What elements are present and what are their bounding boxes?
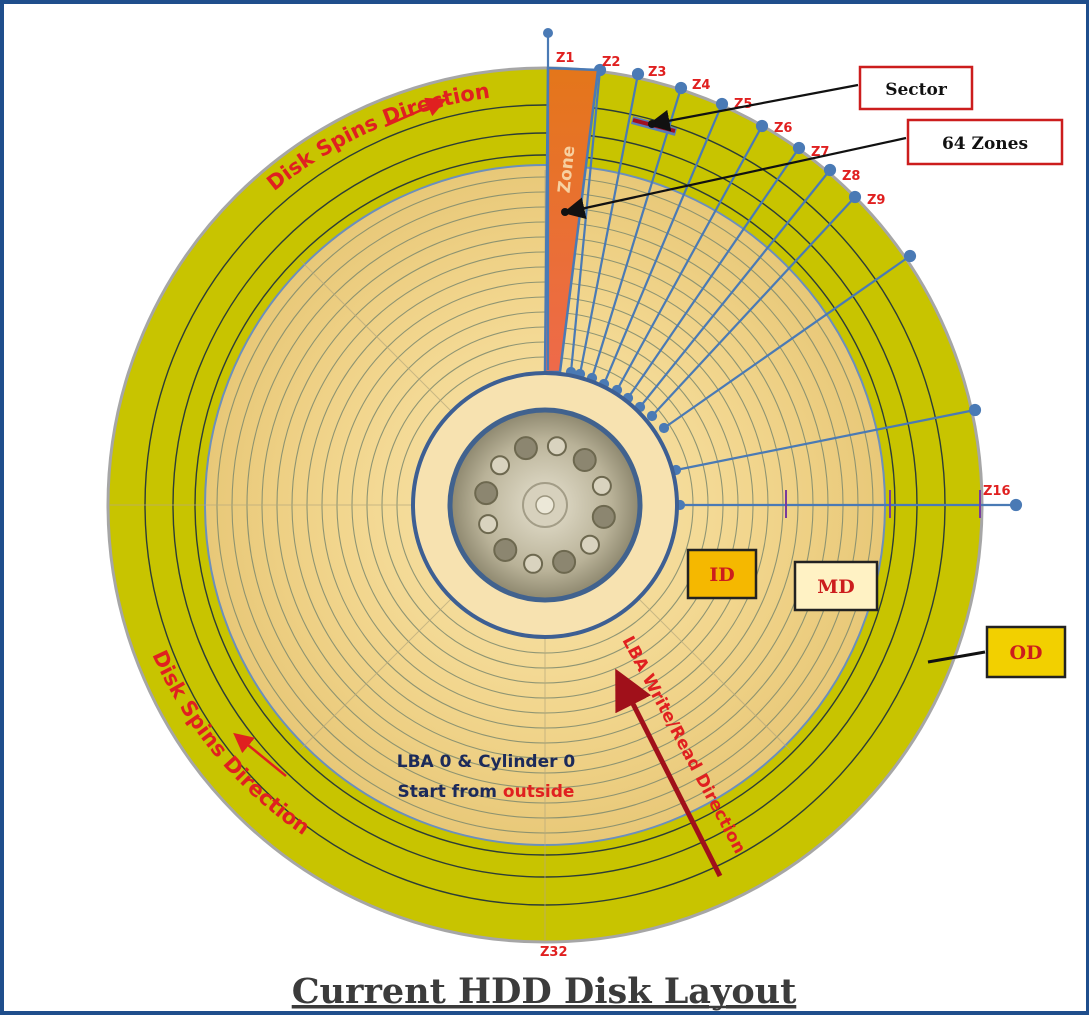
zone-spoke-dot <box>903 249 917 263</box>
zone-label-z1: Z1 <box>556 51 574 66</box>
zone-label-z2: Z2 <box>602 55 620 70</box>
zone-spoke-line <box>651 196 856 417</box>
zones-arrow-tip <box>561 208 569 216</box>
zone-spoke-dot <box>631 67 645 81</box>
zone-spoke-line <box>569 69 602 373</box>
zone-spoke-dot <box>1009 498 1023 512</box>
zone-1-boundary-dot <box>543 28 553 38</box>
hub-screw-hole <box>572 448 597 473</box>
zone-label-z3: Z3 <box>648 65 666 80</box>
hub-screw-hole <box>474 481 499 506</box>
zone-spoke-dot <box>823 163 837 177</box>
zone-spoke-line <box>639 169 831 408</box>
zone-spoke-dot <box>848 190 862 204</box>
sector-callout-box <box>858 65 974 111</box>
zone-label-z4: Z4 <box>692 78 710 93</box>
zone-spoke-inner-dot <box>646 410 658 422</box>
zone-label-z6: Z6 <box>774 121 792 136</box>
zone-spoke-line <box>590 87 683 379</box>
hub-screw-hole <box>513 436 538 461</box>
zone-label-z32: Z32 <box>540 945 568 960</box>
zone-boundary-spokes <box>565 63 1023 512</box>
hub-screw-hole <box>490 455 511 476</box>
zone-label-z16: Z16 <box>983 484 1011 499</box>
od-zone-label: OD <box>1009 642 1042 664</box>
zone-spoke-line <box>663 255 911 429</box>
zone-spoke-inner-dot <box>658 422 670 434</box>
spindle-center-pin <box>535 495 555 515</box>
lba-direction-arrow <box>615 668 723 878</box>
zone-label-z8: Z8 <box>842 169 860 184</box>
start-note-line1: LBA 0 & Cylinder 0 <box>397 752 576 772</box>
start-note-prefix: Start from <box>398 782 503 802</box>
zone-wedge-label: Zone <box>555 145 580 194</box>
page-title: Current HDD Disk Layout <box>292 971 797 1012</box>
zone-spoke-line <box>675 408 976 472</box>
start-note-line2: Start from outside <box>398 782 575 802</box>
hub-screw-hole <box>546 436 567 457</box>
zone-labels: Z1 Z2 Z3 Z4 Z5 Z6 Z7 Z8 Z9 Z16 Z32 <box>540 51 1011 960</box>
zones-callout-arrow <box>562 136 907 219</box>
id-zone-box <box>686 548 758 600</box>
md-zone-label: MD <box>817 576 855 598</box>
hub-screw-holes <box>474 436 616 574</box>
hub-screw-hole <box>493 537 518 562</box>
hub-screw-hole <box>523 553 544 574</box>
sector-arrow-tip <box>648 120 656 128</box>
od-callout-line <box>927 650 986 664</box>
hub-screw-hole <box>478 514 499 535</box>
zone-spoke-dot <box>674 81 688 95</box>
spin-direction-arrow-bottom <box>233 732 287 777</box>
md-zone-box <box>793 560 879 612</box>
hub-screw-hole <box>591 475 612 496</box>
sector-callout-label: Sector <box>885 80 948 100</box>
zone-spoke-dot <box>792 141 806 155</box>
zone-label-z9: Z9 <box>867 193 885 208</box>
zone-spoke-line <box>578 73 640 375</box>
zone-spoke-dot <box>755 119 769 133</box>
zone-spoke-dot <box>968 403 982 417</box>
zone-spoke-dot <box>715 97 729 111</box>
od-zone-box <box>985 625 1067 679</box>
zones-callout-box <box>906 118 1064 166</box>
spin-direction-arrow-top <box>384 97 447 128</box>
sector-callout-arrow <box>647 83 859 132</box>
zone-spoke-line <box>627 147 800 399</box>
hub-screw-hole <box>579 534 600 555</box>
id-zone-label: ID <box>709 564 734 586</box>
zone-spoke-line <box>602 103 724 385</box>
hub-screw-hole <box>591 504 616 529</box>
zone-spoke-line <box>616 125 763 391</box>
zones-callout-label: 64 Zones <box>942 134 1028 154</box>
start-note-highlight: outside <box>503 782 575 802</box>
zone-16-tick-marks <box>785 490 981 518</box>
hub-screw-hole <box>552 549 577 574</box>
